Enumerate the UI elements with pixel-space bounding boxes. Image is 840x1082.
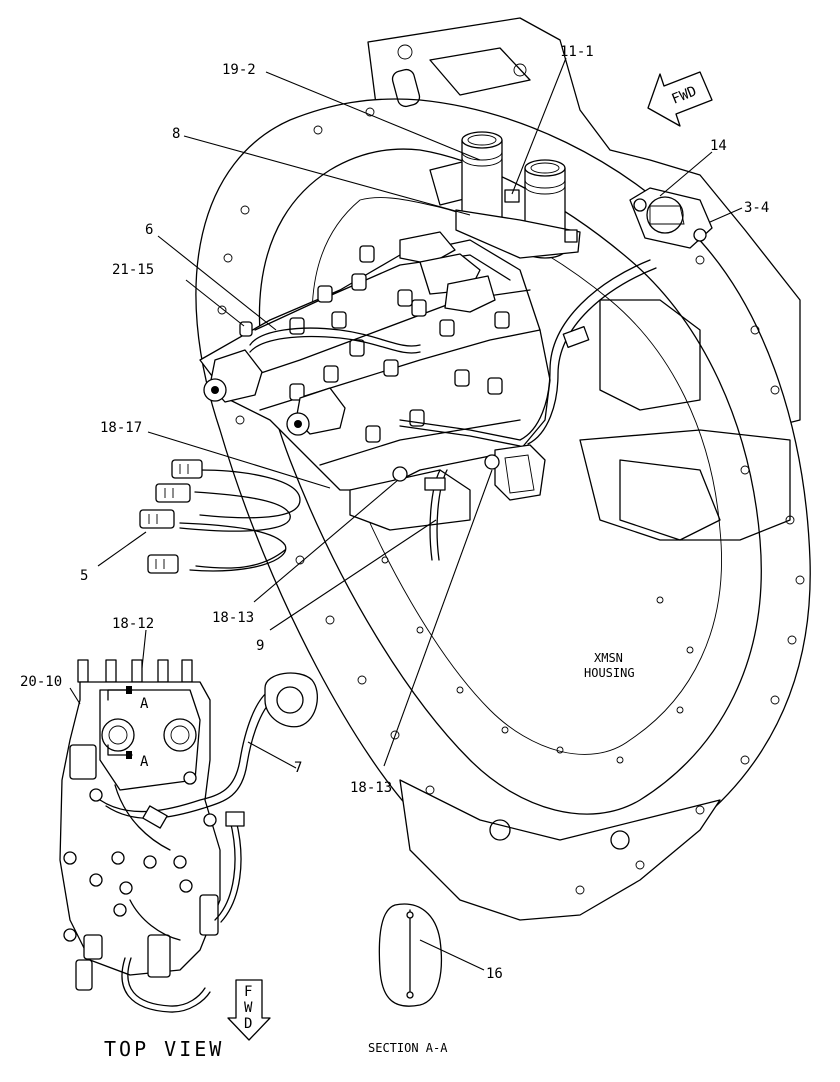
- fwd-top-f: F: [244, 984, 252, 1000]
- control-valve-body: [199, 231, 657, 561]
- section-a-a-caption: SECTION A-A: [368, 1041, 448, 1055]
- callout-18-13-upper: 18-13: [212, 610, 254, 626]
- callout-18-17: 18-17: [100, 420, 142, 436]
- section-marker-a-upper: A: [140, 696, 149, 712]
- callout-5: 5: [80, 568, 88, 584]
- callout-21-15: 21-15: [112, 262, 154, 278]
- callout-14: 14: [710, 138, 727, 154]
- leader-lines: [69, 57, 743, 971]
- callout-11-1: 11-1: [560, 44, 594, 60]
- filter-tubes: [455, 131, 581, 259]
- diagram-labels: XMSN HOUSING A A TOP VIEW SECTION A-A: [104, 651, 635, 1061]
- top-view-assembly: [59, 659, 318, 1013]
- top-view-caption: TOP VIEW: [104, 1037, 224, 1061]
- callout-9: 9: [256, 638, 264, 654]
- callout-7: 7: [294, 760, 302, 776]
- callout-labels: 19-2 11-1 8 14 3-4 6 21-15 18-17 5 18-13…: [20, 44, 769, 982]
- callout-6: 6: [145, 222, 153, 238]
- fwd-top-d: D: [244, 1016, 252, 1032]
- callout-18-12: 18-12: [112, 616, 154, 632]
- callout-20-10: 20-10: [20, 674, 62, 690]
- callout-3-4: 3-4: [744, 200, 769, 216]
- fwd-arrow-main: FWD: [647, 71, 713, 127]
- plug-assembly: [629, 187, 713, 249]
- housing-label-line1: XMSN: [594, 651, 623, 665]
- fwd-arrow-top-view: F W D: [227, 979, 271, 1041]
- connector-harness: [139, 459, 301, 574]
- fwd-top-w: W: [244, 1000, 253, 1016]
- callout-18-13-lower: 18-13: [350, 780, 392, 796]
- solenoids: [203, 231, 546, 501]
- callout-8: 8: [172, 126, 180, 142]
- section-a-a-detail: [378, 903, 443, 1007]
- housing-label-line2: HOUSING: [584, 666, 635, 680]
- callout-19-2: 19-2: [222, 62, 256, 78]
- top-view-bolts: [63, 771, 217, 942]
- top-view-pins: [77, 659, 193, 683]
- section-marker-a-lower: A: [140, 754, 149, 770]
- callout-16: 16: [486, 966, 503, 982]
